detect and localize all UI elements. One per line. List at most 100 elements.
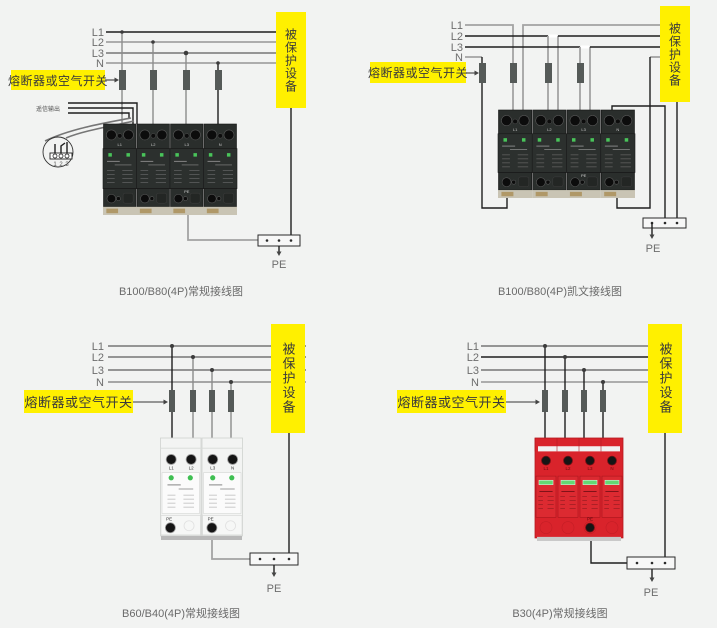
status-led-icon xyxy=(606,138,610,142)
arrow-down-icon xyxy=(271,572,277,577)
diagram-caption: B30(4P)常规接线图 xyxy=(512,606,607,620)
din-rail-clip xyxy=(498,190,533,198)
terminal-label: N xyxy=(616,127,619,132)
module-unit: L2 xyxy=(531,109,567,198)
terminal-screw-icon xyxy=(149,196,155,201)
junction-dot xyxy=(229,380,233,384)
fuse-l2 xyxy=(562,390,568,412)
terminal-screw-icon xyxy=(150,133,156,139)
pe-terminal-dot xyxy=(277,239,281,242)
terminal-screw-icon xyxy=(614,179,619,185)
status-led-icon xyxy=(210,475,216,481)
diagram-caption: B100/B80(4P)凯文接线图 xyxy=(498,284,622,298)
pe-terminal-dot xyxy=(287,557,291,561)
pe-wire xyxy=(211,540,250,560)
terminal-screw-icon xyxy=(569,115,581,126)
terminal-screw-icon xyxy=(501,115,512,126)
kelvin-out-wire-l1 xyxy=(522,24,664,110)
status-led-icon xyxy=(229,475,235,481)
line-label-l2: L2 xyxy=(451,31,463,43)
junction-dot xyxy=(563,355,567,359)
terminal-screw-icon xyxy=(512,118,518,125)
fuse-l1 xyxy=(169,390,175,412)
terminal-label: L1 xyxy=(118,142,123,147)
junction-dot xyxy=(120,111,124,115)
terminal-screw-icon xyxy=(535,115,547,126)
terminal-screw-icon xyxy=(116,196,121,201)
fuse-n xyxy=(600,390,606,412)
module-label-panel xyxy=(203,472,242,514)
fuse-l2 xyxy=(150,70,157,90)
junction-dot xyxy=(216,61,220,65)
din-rail-latch xyxy=(535,191,548,197)
terminal-number-2: 2 xyxy=(59,162,63,168)
din-rail-latch xyxy=(139,208,152,214)
module-label-panel xyxy=(579,475,601,518)
status-led-icon xyxy=(590,138,594,142)
ground-label: PE xyxy=(644,587,659,599)
din-rail-clip xyxy=(103,206,137,215)
terminal-lead xyxy=(60,142,66,153)
pe-terminal-dot xyxy=(289,239,293,242)
module-unit: L2 xyxy=(556,438,579,534)
module-unit: N xyxy=(600,438,623,534)
module-unit: N xyxy=(600,109,636,198)
terminal-screw-icon xyxy=(52,153,58,159)
arrow-down-icon xyxy=(649,577,655,582)
fuse-or-breaker-label: 熔断器或空气开关 xyxy=(24,390,133,413)
din-rail-clip xyxy=(161,535,242,540)
terminal-label: L2 xyxy=(151,142,156,147)
pe-terminal-dot xyxy=(258,557,262,561)
pe-terminal-dot xyxy=(265,239,269,242)
line-label-n: N xyxy=(96,58,104,70)
fuse-l2 xyxy=(545,63,552,83)
line-label-l3: L3 xyxy=(92,365,104,377)
status-led-icon xyxy=(521,138,526,142)
junction-dot xyxy=(120,106,124,110)
pe-terminal-label: PE xyxy=(184,189,190,194)
arrow-right-icon xyxy=(535,399,540,405)
junction-dot xyxy=(191,355,195,359)
arrow-right-icon xyxy=(114,77,119,83)
diagram-caption: B60/B40(4P)常规接线图 xyxy=(122,606,240,620)
terminal-screw-icon xyxy=(216,196,222,201)
terminal-screw-icon xyxy=(501,177,512,187)
status-led-icon xyxy=(187,475,193,481)
pe-terminal-label: PE xyxy=(208,517,214,522)
terminal-screw-icon xyxy=(183,196,188,201)
status-led-icon xyxy=(571,138,576,142)
terminal-screw-icon xyxy=(545,179,551,185)
terminal-screw-icon xyxy=(621,115,633,126)
fuse-n xyxy=(215,70,222,90)
fuse-l1 xyxy=(510,63,517,83)
terminal-screw-icon xyxy=(615,118,621,125)
status-window-icon xyxy=(582,479,598,485)
terminal-window xyxy=(561,521,575,534)
protected-equipment-box: 被保护设备 xyxy=(276,12,306,108)
kelvin-out-wire-n xyxy=(616,57,651,209)
pe-terminal-label: PE xyxy=(587,516,593,521)
din-rail-latch xyxy=(106,208,119,214)
module-label-panel xyxy=(601,475,623,518)
terminal-label: L1 xyxy=(169,466,175,471)
line-label-l3: L3 xyxy=(467,365,479,377)
junction-dot xyxy=(120,101,124,105)
fuse-l3 xyxy=(581,390,587,412)
line-label-l1: L1 xyxy=(451,20,463,32)
module-unit: L2 xyxy=(136,123,171,215)
pe-wire xyxy=(590,541,627,564)
din-rail-clip xyxy=(566,190,601,198)
diagram-caption: B100/B80(4P)常规接线图 xyxy=(119,284,243,298)
module-unit: N xyxy=(203,123,238,215)
status-led-icon xyxy=(503,138,507,142)
line-label-l3: L3 xyxy=(92,48,104,60)
arrow-down-icon xyxy=(276,251,282,256)
line-label-l2: L2 xyxy=(467,352,479,364)
protected-equipment-box: 被保护设备 xyxy=(648,324,682,433)
terminal-screw-icon xyxy=(607,455,617,466)
